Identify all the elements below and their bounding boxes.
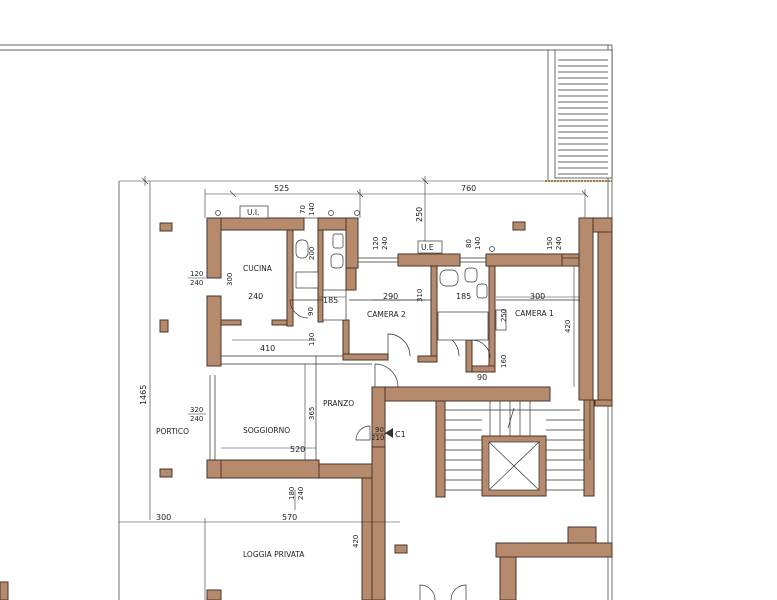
dim-cam1-420: 420: [564, 320, 572, 333]
dim-bath-200: 200: [308, 247, 316, 260]
dim-top-760: 760: [461, 184, 476, 193]
dim-closet-90: 90: [477, 373, 487, 382]
dim-250: 250: [415, 207, 424, 222]
dim-left-320: 320: [190, 406, 203, 414]
dim-240b: 240: [555, 237, 563, 250]
dim-loggia-420: 420: [352, 535, 360, 548]
door-tag-c1: C1: [395, 430, 406, 439]
staircase: [445, 401, 584, 491]
dim-sogg-365: 365: [308, 407, 316, 420]
room-label-soggiorno: SOGGIORNO: [243, 426, 290, 435]
dim-total-1465: 1465: [139, 385, 148, 405]
unit-tag-ui: U.I.: [247, 208, 259, 217]
balcony-railing: [545, 49, 613, 182]
dim-left-120: 120: [190, 270, 203, 278]
dim-bot-570: 570: [282, 513, 297, 522]
dim-cam2-290: 290: [383, 292, 398, 301]
dim-cucina-300: 300: [226, 273, 234, 286]
dim-left-240b: 240: [190, 415, 203, 423]
dim-cam1-300: 300: [530, 292, 545, 301]
room-label-loggia-privata: LOGGIA PRIVATA: [243, 550, 305, 559]
dim-left-240a: 240: [190, 279, 203, 287]
dim-door-210: 210: [371, 434, 384, 442]
left-dimension-lines: [119, 181, 580, 600]
top-dimension-chain: [119, 176, 612, 250]
room-label-cucina: CUCINA: [243, 264, 273, 273]
dim-bath2-185: 185: [456, 292, 471, 301]
dim-120: 120: [372, 237, 380, 250]
dim-cam2-310: 310: [416, 289, 424, 302]
unit-tag-ui-box: [239, 205, 269, 219]
dim-pranzo-410: 410: [260, 344, 275, 353]
dim-closet-160: 160: [500, 355, 508, 368]
unit-tag-ue: U.E: [421, 243, 434, 252]
walls: [0, 217, 613, 600]
dim-cam1-250: 250: [500, 309, 508, 322]
room-label-camera-1: CAMERA 1: [515, 309, 554, 318]
dim-top-525: 525: [274, 184, 289, 193]
dim-240a: 240: [381, 237, 389, 250]
windows: [207, 217, 591, 460]
door-marker-icon: [385, 428, 393, 438]
dim-70: 70: [299, 205, 307, 214]
dim-pranzo-130: 130: [308, 333, 316, 346]
dim-bath-185a: 185: [323, 296, 338, 305]
dim-140a: 140: [308, 203, 316, 216]
room-label-portico: PORTICO: [156, 427, 189, 436]
dim-bot-300: 300: [156, 513, 171, 522]
dim-bath-90: 90: [307, 307, 315, 316]
site-lines: [0, 44, 613, 600]
dim-80: 80: [465, 239, 473, 248]
fixtures: [215, 210, 507, 341]
dim-cucina-240: 240: [248, 292, 263, 301]
room-label-camera-2: CAMERA 2: [367, 310, 406, 319]
unit-tag-ue-box: [417, 240, 443, 254]
dim-bot-240: 240: [297, 487, 305, 500]
dim-bot-180: 180: [288, 487, 296, 500]
room-label-pranzo: PRANZO: [323, 399, 354, 408]
dim-140b: 140: [474, 237, 482, 250]
dim-150: 150: [546, 237, 554, 250]
dim-sogg-520: 520: [290, 445, 305, 454]
dim-door-90: 90: [375, 426, 384, 434]
